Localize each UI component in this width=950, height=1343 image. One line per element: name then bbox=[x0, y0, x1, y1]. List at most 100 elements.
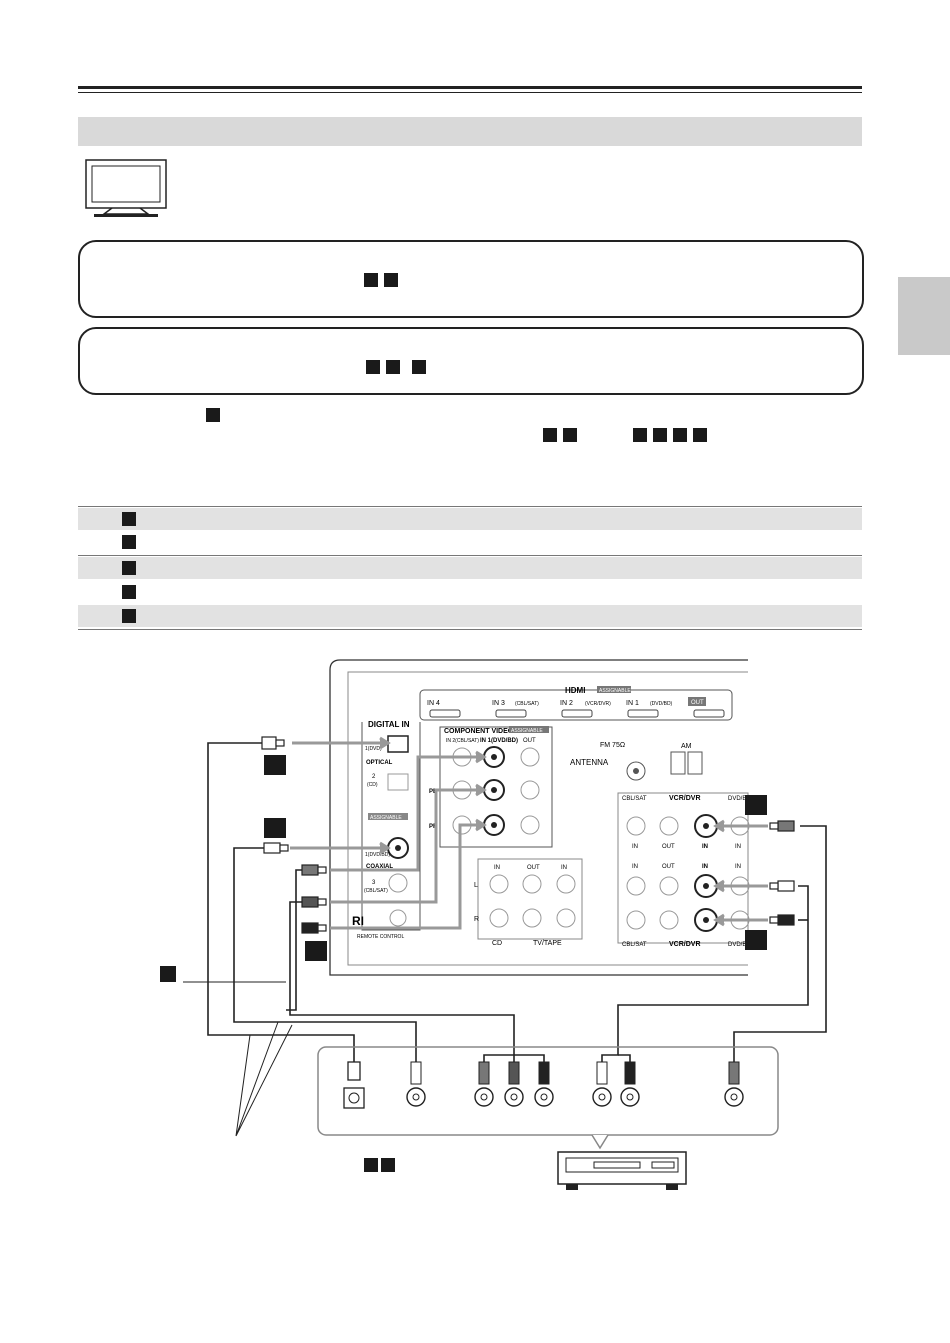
svg-text:DIGITAL IN: DIGITAL IN bbox=[368, 720, 410, 729]
table-row bbox=[78, 557, 862, 579]
svg-text:CBL/SAT: CBL/SAT bbox=[622, 942, 647, 948]
marker-b bbox=[384, 273, 398, 287]
marker bbox=[653, 428, 667, 442]
svg-text:IN: IN bbox=[494, 865, 500, 871]
note-marker bbox=[206, 408, 220, 422]
device-marker bbox=[364, 1158, 378, 1172]
svg-text:AM: AM bbox=[681, 743, 692, 750]
svg-text:(DVD/BD): (DVD/BD) bbox=[650, 701, 673, 707]
cables bbox=[207, 742, 827, 1062]
marker-a bbox=[364, 273, 378, 287]
svg-text:RI: RI bbox=[352, 914, 364, 928]
table-row bbox=[78, 581, 862, 603]
device-marker bbox=[381, 1158, 395, 1172]
svg-text:IN: IN bbox=[702, 844, 708, 850]
receiver-back-panel bbox=[329, 659, 748, 976]
svg-text:OPTICAL: OPTICAL bbox=[366, 760, 393, 766]
source-device-panel bbox=[317, 1046, 779, 1150]
marker bbox=[693, 428, 707, 442]
svg-text:IN: IN bbox=[632, 864, 638, 870]
table-bottom-rule bbox=[78, 629, 862, 630]
svg-text:IN 4: IN 4 bbox=[427, 700, 440, 707]
header-rule bbox=[78, 86, 862, 89]
hdmi-panel: HDMI ASSIGNABLE IN 4 IN 3 (CBL/SAT) IN 2… bbox=[419, 686, 733, 721]
connection-box-2 bbox=[78, 327, 864, 395]
svg-text:ASSIGNABLE: ASSIGNABLE bbox=[511, 728, 543, 734]
svg-text:IN 3: IN 3 bbox=[492, 700, 505, 707]
marker bbox=[543, 428, 557, 442]
svg-text:(VCR/DVR): (VCR/DVR) bbox=[585, 701, 611, 707]
callout-markers bbox=[160, 755, 767, 982]
digital-in-panel: DIGITAL IN 1(DVD) OPTICAL 2 (CD) ASSIGNA… bbox=[361, 720, 421, 931]
av-input-panel: CBL/SAT VCR/DVR DVD/B IN OUT IN IN IN OU… bbox=[617, 792, 750, 948]
svg-text:DVD/B: DVD/B bbox=[728, 942, 746, 948]
connection-box-1 bbox=[78, 240, 864, 318]
marker bbox=[563, 428, 577, 442]
svg-text:ASSIGNABLE: ASSIGNABLE bbox=[599, 688, 631, 694]
svg-text:1(DVD/BD): 1(DVD/BD) bbox=[365, 852, 390, 858]
marker-c bbox=[412, 360, 426, 374]
signal-arrows bbox=[290, 736, 768, 930]
svg-text:VCR/DVR: VCR/DVR bbox=[669, 941, 701, 948]
remote-control-jack: RI REMOTE CONTROL bbox=[352, 909, 407, 940]
note-markers-2 bbox=[633, 428, 707, 442]
analog-audio-panel: IN OUT IN L R CD TV/TAPE bbox=[474, 858, 583, 947]
section-heading-bar bbox=[78, 117, 862, 146]
antenna-panel: FM 75Ω ANTENNA AM bbox=[570, 742, 703, 781]
svg-text:IN 2: IN 2 bbox=[560, 700, 573, 707]
svg-text:(CD): (CD) bbox=[367, 782, 378, 788]
svg-text:IN: IN bbox=[702, 864, 708, 870]
marker bbox=[673, 428, 687, 442]
svg-text:(CBL/SAT): (CBL/SAT) bbox=[515, 701, 539, 707]
svg-text:OUT: OUT bbox=[691, 700, 704, 706]
svg-text:OUT: OUT bbox=[662, 864, 675, 870]
table-row bbox=[78, 531, 862, 553]
connection-diagram: HDMI ASSIGNABLE IN 4 IN 3 (CBL/SAT) IN 2… bbox=[160, 659, 827, 1190]
svg-text:3: 3 bbox=[372, 880, 376, 886]
marker bbox=[633, 428, 647, 442]
note-markers-1 bbox=[543, 428, 577, 442]
svg-text:OUT: OUT bbox=[523, 738, 536, 744]
svg-text:COAXIAL: COAXIAL bbox=[366, 864, 393, 870]
table-row bbox=[78, 605, 862, 627]
svg-text:IN 2(CBL/SAT): IN 2(CBL/SAT) bbox=[446, 738, 479, 744]
svg-text:ANTENNA: ANTENNA bbox=[570, 758, 609, 767]
svg-text:IN 1: IN 1 bbox=[626, 700, 639, 707]
tv-icon bbox=[85, 159, 167, 217]
svg-text:OUT: OUT bbox=[527, 865, 540, 871]
svg-text:OUT: OUT bbox=[662, 844, 675, 850]
component-video-panel: COMPONENT VIDEO ASSIGNABLE IN 2(CBL/SAT)… bbox=[429, 726, 553, 848]
svg-text:(CBL/SAT): (CBL/SAT) bbox=[364, 888, 388, 894]
chapter-side-tab bbox=[898, 277, 950, 355]
svg-text:1(DVD): 1(DVD) bbox=[365, 746, 382, 752]
svg-text:IN 1(DVD/BD): IN 1(DVD/BD) bbox=[480, 738, 518, 744]
cable-leader-lines bbox=[235, 1021, 293, 1137]
svg-text:IN: IN bbox=[561, 865, 567, 871]
svg-text:ASSIGNABLE: ASSIGNABLE bbox=[370, 815, 402, 821]
table-divider bbox=[78, 555, 862, 556]
marker-a bbox=[366, 360, 380, 374]
svg-text:HDMI: HDMI bbox=[565, 686, 585, 695]
dvd-player-icon bbox=[557, 1151, 687, 1190]
box1-markers bbox=[364, 273, 398, 287]
svg-text:CD: CD bbox=[492, 940, 502, 947]
svg-text:2: 2 bbox=[372, 774, 376, 780]
svg-text:VCR/DVR: VCR/DVR bbox=[669, 795, 701, 802]
header-rule-thin bbox=[78, 92, 862, 93]
svg-text:FM 75Ω: FM 75Ω bbox=[600, 742, 625, 749]
svg-text:CBL/SAT: CBL/SAT bbox=[622, 796, 647, 802]
svg-text:TV/TAPE: TV/TAPE bbox=[533, 940, 562, 947]
svg-text:COMPONENT VIDEO: COMPONENT VIDEO bbox=[444, 728, 514, 735]
svg-text:PB: PB bbox=[429, 789, 438, 795]
cable-plugs bbox=[261, 736, 795, 934]
svg-text:IN: IN bbox=[735, 864, 741, 870]
svg-text:IN: IN bbox=[632, 844, 638, 850]
table-top-rule bbox=[78, 506, 862, 507]
svg-text:L: L bbox=[474, 882, 478, 889]
svg-text:REMOTE CONTROL: REMOTE CONTROL bbox=[357, 934, 404, 940]
svg-text:IN: IN bbox=[735, 844, 741, 850]
marker-b bbox=[386, 360, 400, 374]
box2-markers bbox=[366, 360, 426, 374]
table-row bbox=[78, 508, 862, 530]
svg-text:R: R bbox=[474, 916, 479, 923]
